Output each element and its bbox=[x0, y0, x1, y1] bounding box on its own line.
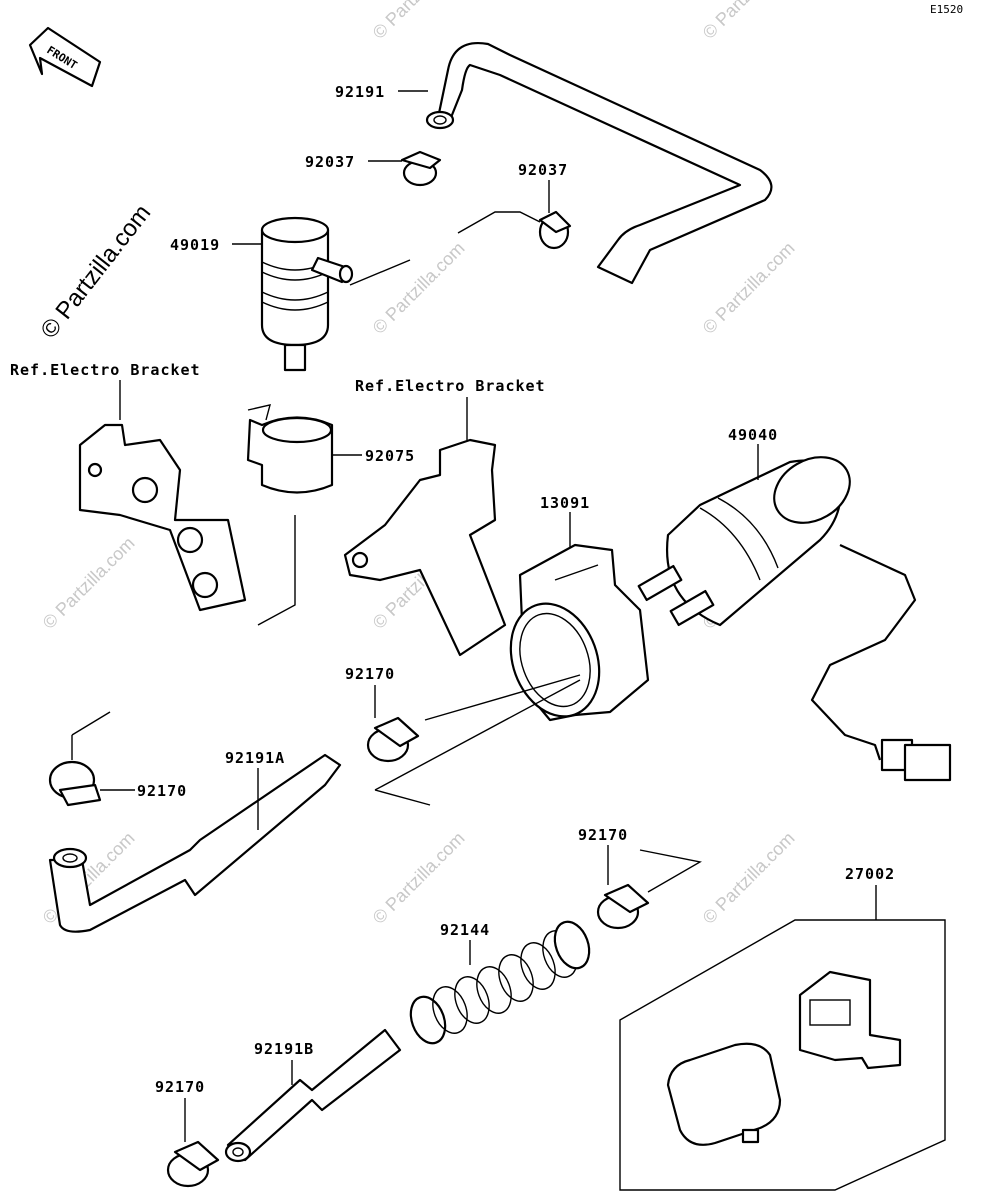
clamp-92170-bottom bbox=[166, 1140, 220, 1188]
watermark: © Partzilla.com bbox=[699, 0, 799, 43]
damper-13091 bbox=[509, 543, 650, 722]
bracket-right bbox=[343, 438, 507, 657]
label-ref-electro-bracket-left: Ref.Electro Bracket bbox=[10, 361, 201, 379]
front-arrow-icon: FRONT bbox=[28, 26, 102, 88]
label-92191: 92191 bbox=[335, 83, 385, 101]
pump-49040 bbox=[637, 456, 952, 782]
watermark: © Partzilla.com bbox=[699, 828, 799, 928]
watermark: © Partzilla.com bbox=[39, 533, 139, 633]
diagram-code: E1520 bbox=[930, 3, 963, 16]
label-92191A: 92191A bbox=[225, 749, 285, 767]
label-92170-c: 92170 bbox=[578, 826, 628, 844]
bracket-left bbox=[78, 423, 247, 612]
watermark: © Partzilla.com bbox=[369, 828, 469, 928]
filter-49019 bbox=[260, 216, 354, 372]
label-92170-a: 92170 bbox=[345, 665, 395, 683]
clamp-92037-right bbox=[538, 210, 572, 250]
kit-27002 bbox=[619, 919, 946, 1191]
watermark: © Partzilla.com bbox=[369, 238, 469, 338]
label-27002: 27002 bbox=[845, 865, 895, 883]
relay-part bbox=[666, 1042, 782, 1146]
label-13091: 13091 bbox=[540, 494, 590, 512]
clamp-92170-center bbox=[366, 716, 420, 763]
label-92191B: 92191B bbox=[254, 1040, 314, 1058]
holder-92075 bbox=[246, 404, 334, 494]
clamp-92170-right bbox=[596, 883, 650, 930]
label-92170-d: 92170 bbox=[155, 1078, 205, 1096]
label-49040: 49040 bbox=[728, 426, 778, 444]
label-ref-electro-bracket-right: Ref.Electro Bracket bbox=[355, 377, 546, 395]
clamp-92037-left bbox=[400, 150, 442, 187]
label-92144: 92144 bbox=[440, 921, 490, 939]
spring-92144 bbox=[409, 920, 591, 1045]
watermark: © Partzilla.com bbox=[699, 238, 799, 338]
label-92037-b: 92037 bbox=[518, 161, 568, 179]
label-92037-a: 92037 bbox=[305, 153, 355, 171]
connector-part bbox=[798, 970, 902, 1070]
label-49019: 49019 bbox=[170, 236, 220, 254]
hose-92191A bbox=[48, 753, 342, 933]
hose-92191B bbox=[224, 1028, 402, 1163]
watermark: © Partzilla.com bbox=[369, 0, 469, 43]
hose-92191 bbox=[425, 41, 773, 285]
label-92170-b: 92170 bbox=[137, 782, 187, 800]
clamp-92170-left bbox=[48, 760, 102, 807]
label-92075: 92075 bbox=[365, 447, 415, 465]
copyright-text: © Partzilla.com bbox=[35, 200, 156, 344]
